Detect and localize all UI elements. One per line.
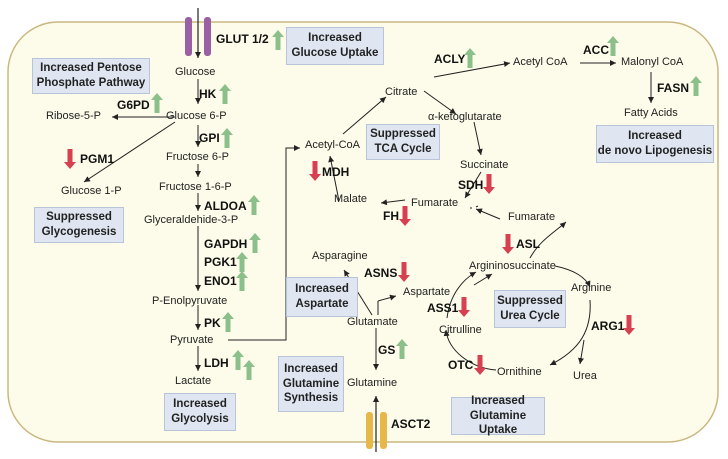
box-tca-cycle: Suppressed TCA Cycle: [366, 124, 440, 160]
cell-membrane: [7, 21, 719, 443]
metabolite-urea: Urea: [573, 370, 597, 382]
enzyme-mdh: MDH: [322, 165, 350, 179]
arrow-down-icon: [458, 297, 470, 317]
metabolite-fatty-acids: Fatty Acids: [624, 107, 678, 119]
box-glutamine-uptake: Increased Glutamine Uptake: [451, 395, 545, 436]
arrow-up-icon: [221, 128, 233, 148]
arrow-up-icon: [219, 84, 231, 104]
enzyme-gapdh: GAPDH: [204, 237, 248, 251]
metabolite-argininosuccinate: Argininosuccinate: [469, 260, 556, 272]
arrow-up-icon: [464, 48, 476, 68]
metabolite-ornithine: Ornithine: [497, 366, 542, 378]
metabolite-pyruvate: Pyruvate: [170, 334, 214, 346]
enzyme-hk: HK: [199, 87, 217, 101]
metabolite-glutamate: Glutamate: [347, 316, 398, 328]
glut-transporter: [185, 8, 211, 58]
metabolite-fructose-1-6-p: Fructose 1-6-P: [159, 181, 232, 193]
metabolite-citrate: Citrate: [385, 86, 418, 98]
enzyme-ldh: LDH: [204, 356, 229, 370]
enzyme-otc: OTC: [448, 358, 474, 372]
box-pentose-phosphate: Increased Pentose Phosphate Pathway: [32, 58, 150, 94]
metabolite-succinate: Succinate: [460, 159, 509, 171]
arrow-up-icon: [232, 350, 244, 370]
enzyme-pgm1: PGM1: [80, 152, 115, 166]
arrow-up-icon: [690, 76, 702, 96]
arrow-up-icon: [222, 312, 234, 332]
enzyme-fh: FH: [383, 209, 399, 223]
enzyme-fasn: FASN: [657, 81, 690, 95]
metabolite-asparagine: Asparagine: [312, 250, 368, 262]
box-aspartate: Increased Aspartate: [286, 277, 358, 317]
enzyme-asl: ASL: [516, 237, 540, 251]
arrow-down-icon: [502, 234, 514, 254]
enzyme-asct2: ASCT2: [391, 417, 431, 431]
metabolite-arginine: Arginine: [571, 282, 612, 294]
enzyme-ass1: ASS1: [427, 301, 459, 315]
arrow-down-icon: [309, 161, 321, 181]
arrow-down-icon: [398, 262, 410, 282]
arrow-down-icon: [483, 174, 495, 194]
metabolite-glucose-1-p: Glucose 1-P: [61, 185, 122, 197]
box-urea-cycle: Suppressed Urea Cycle: [494, 290, 566, 328]
metabolite-malate: Malate: [334, 193, 368, 205]
arrow-up-icon: [396, 339, 408, 359]
metabolite-acetyl-coa-cyto: Acetyl CoA: [513, 56, 568, 68]
enzyme-g6pd: G6PD: [117, 98, 150, 112]
arrow-down-icon: [399, 206, 411, 226]
box-glycogenesis: Suppressed Glycogenesis: [34, 207, 124, 243]
metabolite-citrulline: Citrulline: [439, 324, 482, 336]
metabolite-malonyl-coa: Malonyl CoA: [621, 56, 684, 68]
metabolite-fumarate-tca: Fumarate: [411, 197, 459, 209]
box-glycolysis: Increased Glycolysis: [164, 393, 236, 431]
enzyme-acc: ACC: [583, 43, 609, 57]
box-glutamine-synthesis: Increased Glutamine Synthesis: [278, 356, 344, 412]
metabolite-p-enolpyruvate: P-Enolpyruvate: [152, 295, 228, 307]
enzyme-aldoa: ALDOA: [204, 199, 247, 213]
arrow-down-icon: [64, 149, 76, 169]
enzyme-pk: PK: [204, 316, 221, 330]
enzyme-acly: ACLY: [434, 52, 466, 66]
enzyme-eno1: ENO1: [204, 274, 237, 288]
arrow-down-icon: [474, 355, 486, 375]
box-lipogenesis: Increased de novo Lipogenesis: [596, 125, 714, 163]
metabolite-fructose-6-p: Fructose 6-P: [166, 151, 229, 163]
arrow-up-icon: [236, 252, 248, 272]
enzyme-sdh: SDH: [458, 178, 484, 192]
metabolite-glucose-6-p: Glucose 6-P: [166, 110, 227, 122]
metabolite-lactate: Lactate: [175, 375, 212, 387]
metabolite-acetyl-coa-mito: Acetyl-CoA: [305, 139, 361, 151]
enzyme-gpi: GPI: [199, 131, 220, 145]
arrow-up-icon: [236, 271, 248, 291]
metabolite-aspartate: Aspartate: [403, 286, 451, 298]
arrow-up-icon: [248, 195, 260, 215]
metabolite-glutamine: Glutamine: [347, 377, 398, 389]
arrow-up-icon: [607, 36, 619, 56]
arrow-up-icon: [272, 30, 284, 50]
asct2-transporter: [366, 396, 387, 452]
arrow-up-icon: [151, 93, 163, 113]
metabolite-ribose-5-p: Ribose-5-P: [46, 110, 102, 122]
enzyme-glut: GLUT 1/2: [216, 32, 269, 46]
box-glucose-uptake: Increased Glucose Uptake: [286, 27, 384, 65]
arrow-up-icon: [249, 233, 261, 253]
metabolite-fumarate-urea: Fumarate: [508, 211, 556, 223]
metabolite-glucose: Glucose: [175, 66, 216, 78]
enzyme-gs: GS: [378, 343, 396, 357]
enzyme-arg1: ARG1: [591, 319, 625, 333]
enzyme-pgk1: PGK1: [204, 255, 237, 269]
arrow-up-icon: [243, 360, 255, 380]
metabolite-glyceraldehyde-3-p: Glyceraldehide-3-P: [144, 214, 239, 226]
metabolite-alpha-ketoglutarate: α-ketoglutarate: [428, 111, 502, 123]
enzyme-asns: ASNS: [364, 266, 398, 280]
arrow-down-icon: [623, 315, 635, 335]
